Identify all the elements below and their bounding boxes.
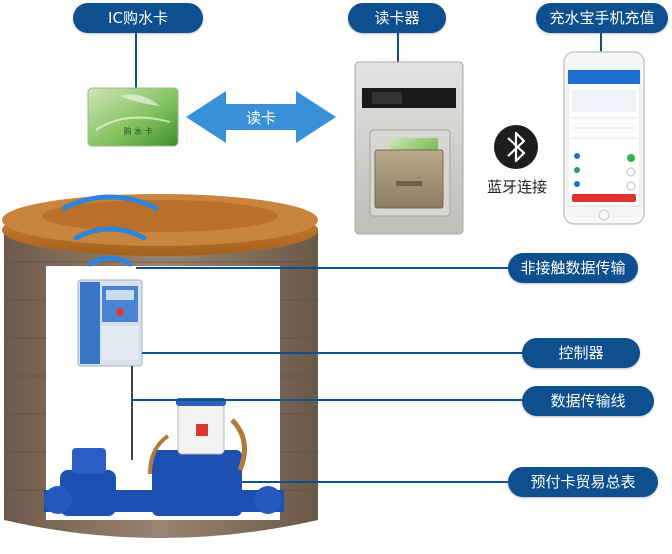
label-card-reader: 读卡器	[348, 3, 446, 33]
read-card-arrow: 读卡	[186, 91, 336, 143]
bluetooth-label: 蓝牙连接	[487, 178, 547, 196]
label-contactless-transfer: 非接触数据传输	[508, 253, 638, 283]
label-meter: 预付卡贸易总表	[508, 467, 658, 497]
label-mobile-recharge: 充水宝手机充值	[536, 3, 668, 33]
label-data-cable: 数据传输线	[522, 386, 654, 416]
card-text: 购 水 卡	[123, 126, 152, 136]
ic-card-image: 购 水 卡	[87, 87, 179, 147]
read-card-label: 读卡	[246, 109, 276, 127]
label-ic-card: IC购水卡	[73, 3, 203, 33]
bluetooth-icon	[494, 125, 538, 169]
wireless-waves-icon	[61, 194, 159, 267]
phone-image	[563, 51, 645, 225]
label-controller: 控制器	[522, 338, 640, 368]
controller-image	[77, 279, 143, 367]
card-reader-image	[354, 61, 464, 235]
water-meter-image	[44, 398, 284, 516]
